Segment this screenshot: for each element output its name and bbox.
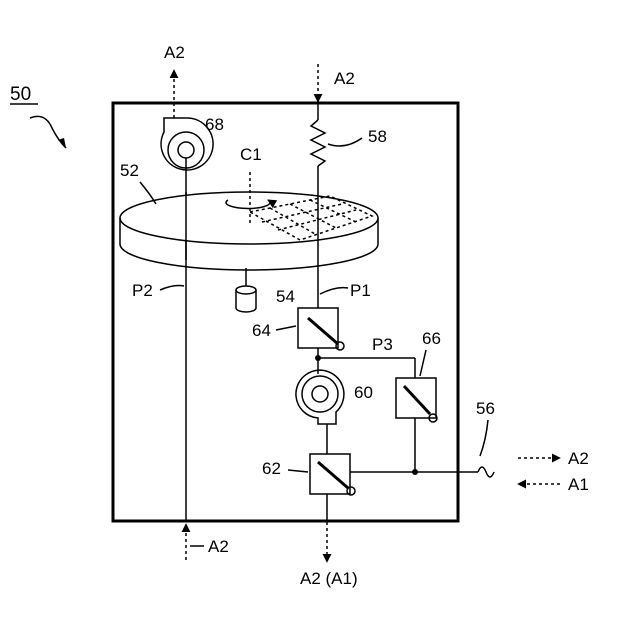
fan-60: [296, 370, 344, 424]
junction-bottom: [412, 469, 418, 475]
ref-leader-squiggle: [30, 116, 66, 148]
leader-p2: [160, 286, 184, 291]
label-68: 68: [205, 115, 224, 134]
leader-66: [420, 350, 426, 376]
leader-56: [480, 420, 488, 456]
label-60: 60: [354, 383, 373, 402]
housing-box: [113, 103, 458, 521]
leader-58: [328, 138, 362, 146]
label-a2-right: A2: [568, 449, 589, 468]
leader-52: [140, 182, 156, 204]
valve-66: [396, 378, 437, 422]
label-a2-in-top: A2: [334, 69, 355, 88]
label-a2-a1-bottom: A2 (A1): [300, 569, 358, 588]
motor-54: [236, 268, 256, 312]
leader-64: [276, 326, 296, 330]
ref-numeral-50: 50: [10, 84, 31, 105]
label-p2: P2: [132, 281, 153, 300]
label-a2-top: A2: [164, 43, 185, 62]
valve-64: [298, 308, 344, 350]
label-p3: P3: [372, 335, 393, 354]
label-a1-right: A1: [568, 475, 589, 494]
label-62: 62: [262, 459, 281, 478]
filter-resistor-58: [311, 120, 325, 166]
valve-62: [310, 454, 355, 495]
label-52: 52: [120, 161, 139, 180]
platter-52: [120, 192, 378, 270]
label-54: 54: [276, 287, 295, 306]
label-p1: P1: [350, 281, 371, 300]
leader-p1: [320, 288, 348, 294]
leader-62: [288, 470, 308, 472]
label-56: 56: [476, 399, 495, 418]
label-58: 58: [368, 127, 387, 146]
label-a2-bottom-in: A2: [208, 537, 229, 556]
label-c1: C1: [240, 145, 262, 164]
port-56-break: [478, 467, 494, 477]
label-66: 66: [422, 329, 441, 348]
label-64: 64: [252, 321, 271, 340]
